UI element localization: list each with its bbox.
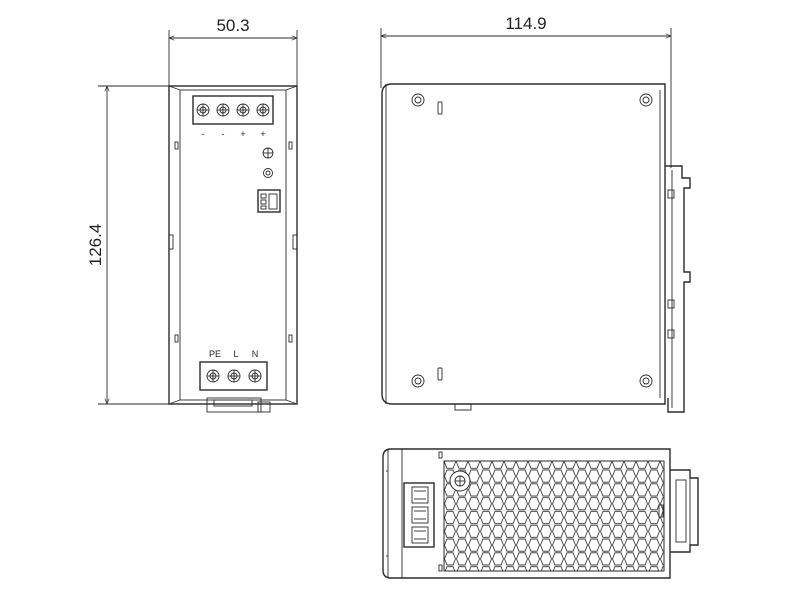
screw-terminal-icon <box>248 369 262 383</box>
dimension-length-label: 114.9 <box>505 14 546 33</box>
input-terminal-label: L <box>233 349 238 359</box>
mounting-hole-icon <box>411 374 425 388</box>
bottom-connector <box>454 403 472 411</box>
screw-terminal-icon <box>196 103 210 117</box>
adjust-potentiometer-icon <box>262 147 274 159</box>
dimension-length: 114.9 <box>380 14 672 168</box>
hexagonal-vent-grille <box>443 460 665 572</box>
output-terminal-label: + <box>260 129 265 139</box>
screw-terminal-icon <box>236 103 250 117</box>
dimension-width-label: 50.3 <box>216 16 249 35</box>
mounting-hole-icon <box>639 93 653 107</box>
mounting-hole-icon <box>411 93 425 107</box>
screw-terminal-icon <box>256 103 270 117</box>
input-terminal-label: N <box>252 349 259 359</box>
dimension-width: 50.3 <box>168 16 298 86</box>
output-terminal-label: - <box>202 129 205 139</box>
screw-terminal-icon <box>206 369 220 383</box>
led-indicator-icon <box>263 168 273 178</box>
input-terminal-label: PE <box>209 349 221 359</box>
output-terminal-label: + <box>240 129 245 139</box>
dimension-height: 126.4 <box>86 85 172 405</box>
front-view: - - + + PE L N <box>168 85 298 413</box>
dimension-height-label: 126.4 <box>86 224 105 267</box>
relay-connector-icon <box>257 189 281 213</box>
top-terminal-block <box>403 482 435 548</box>
top-view <box>382 448 699 579</box>
screw-terminal-icon <box>216 103 230 117</box>
output-terminal-label: - <box>222 129 225 139</box>
input-terminal-block <box>199 361 268 391</box>
output-terminal-block: - - + + <box>192 95 274 139</box>
din-clip <box>206 397 271 413</box>
mounting-hole-icon <box>639 374 653 388</box>
side-view <box>381 83 691 413</box>
top-din-clip <box>670 469 699 553</box>
din-rail-clip <box>665 165 691 413</box>
screw-terminal-icon <box>227 369 241 383</box>
